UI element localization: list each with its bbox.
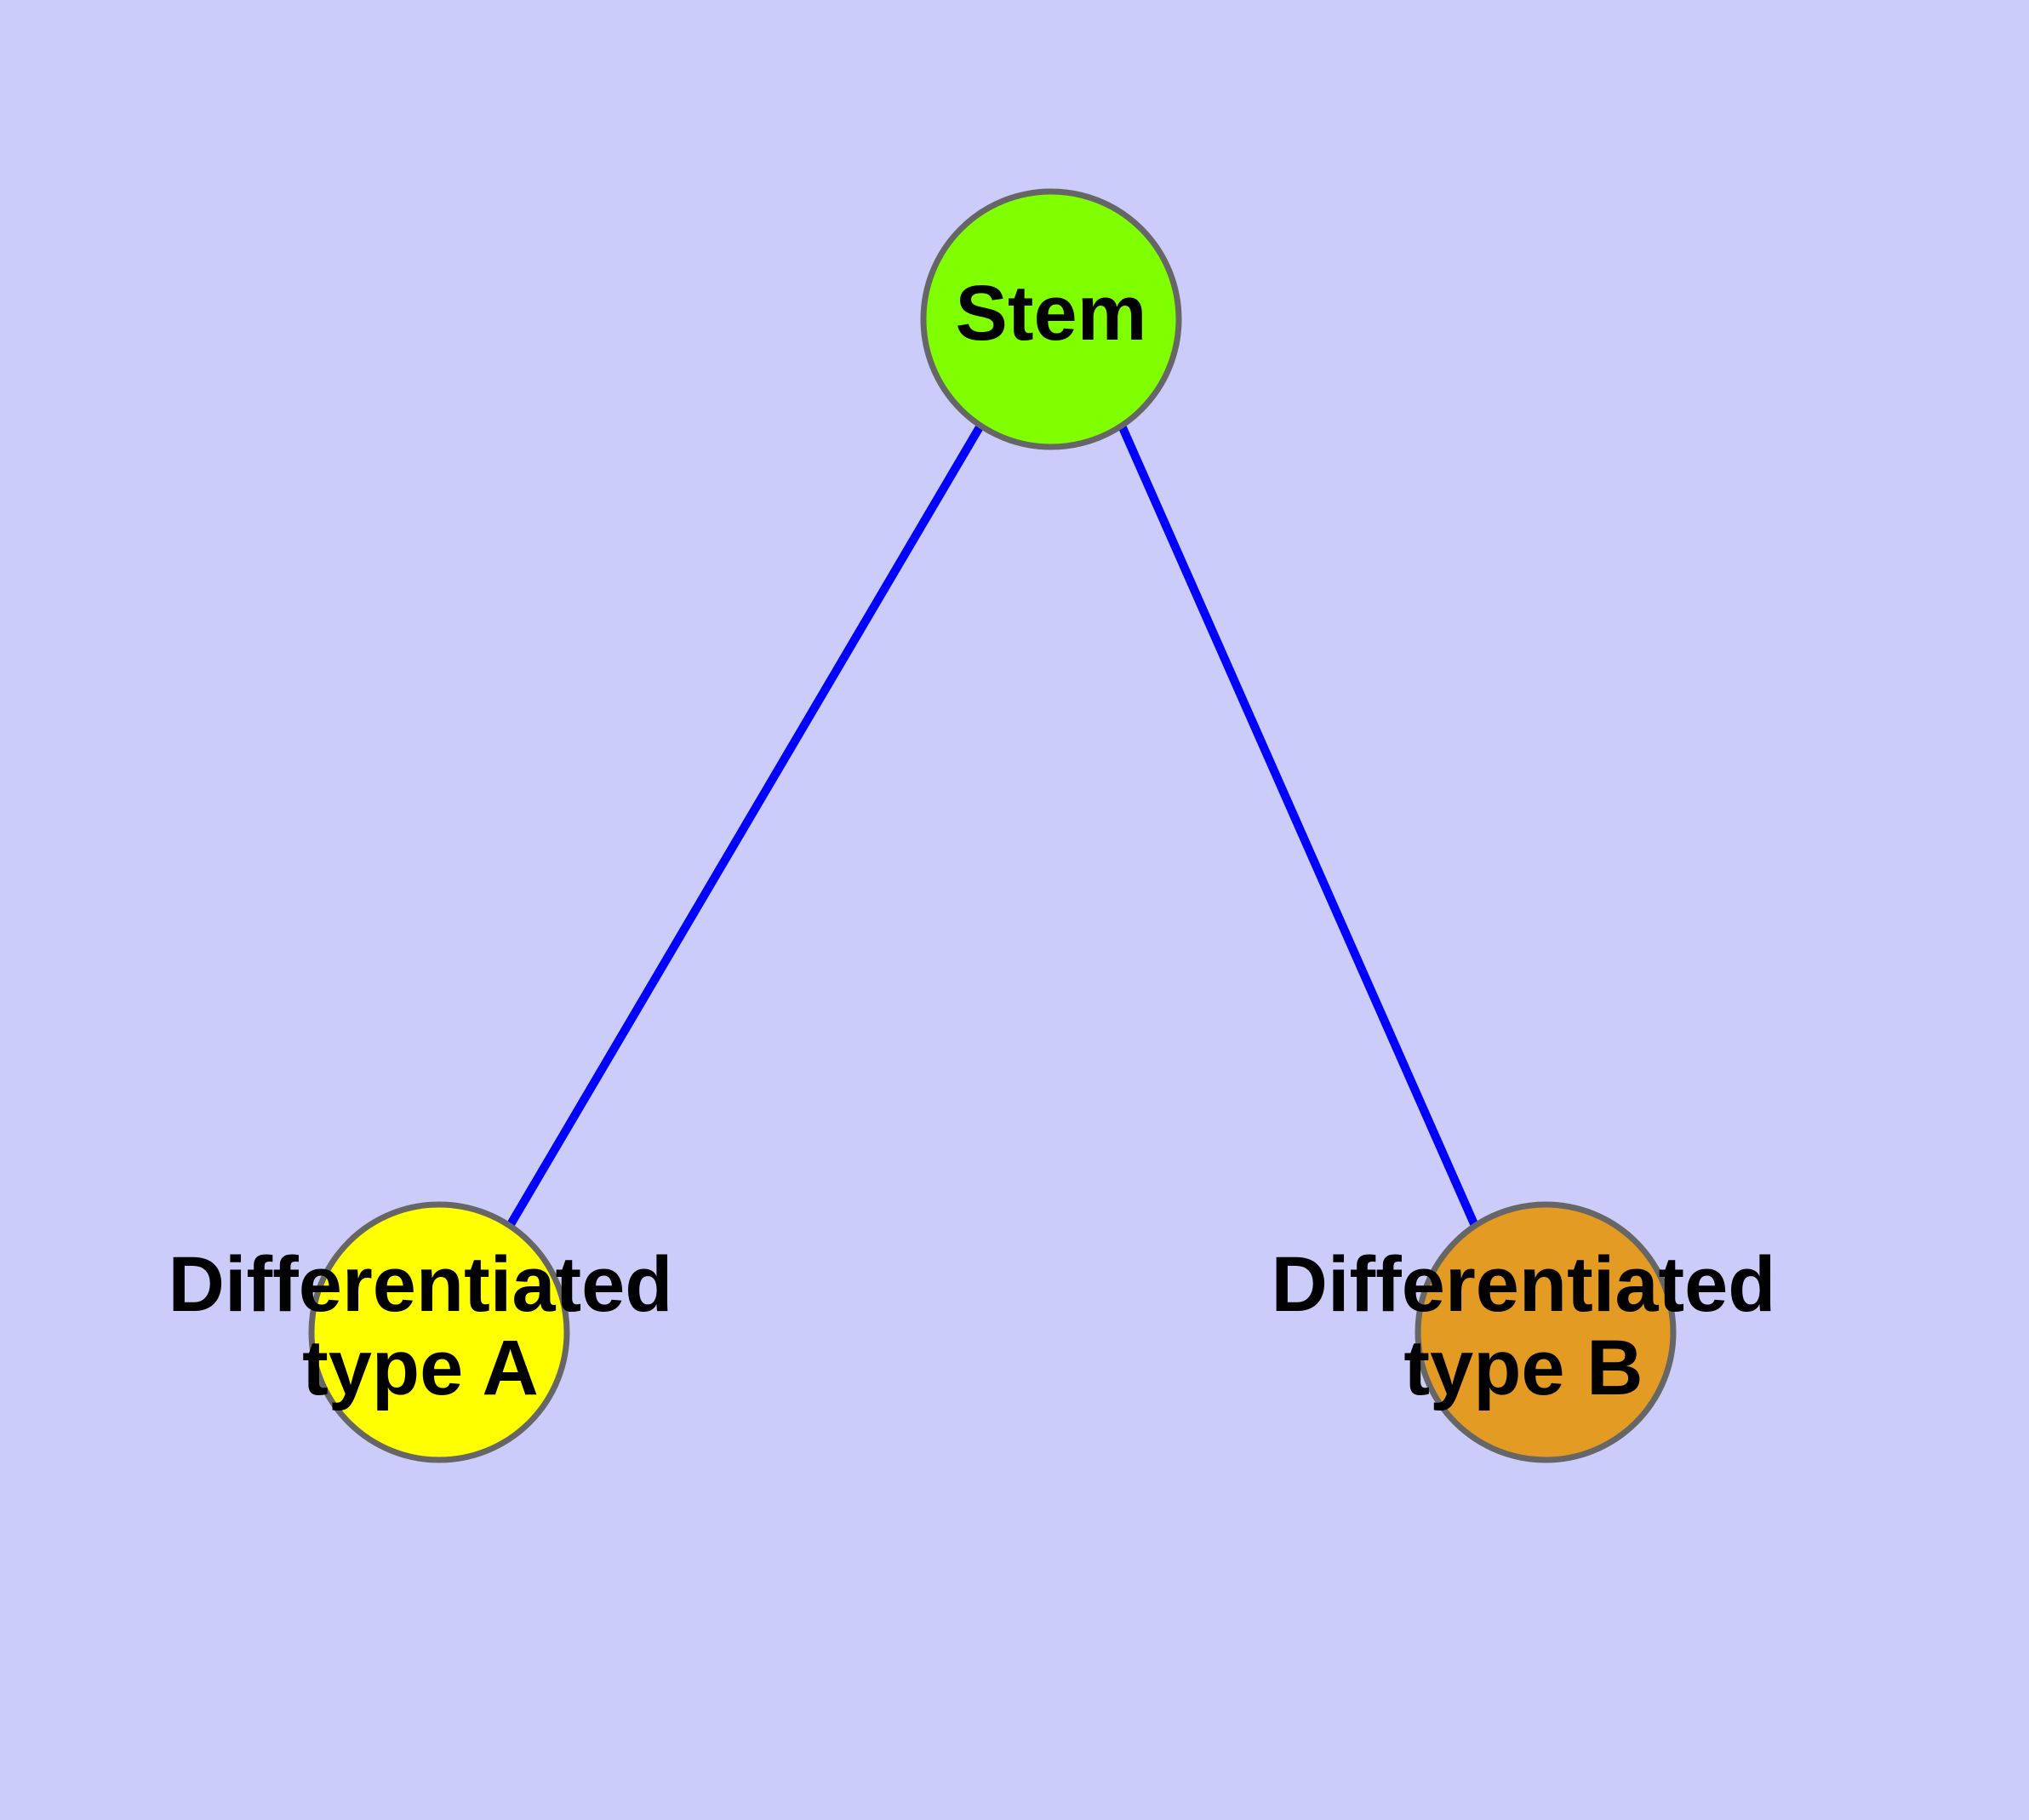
node-label-line: Stem — [956, 270, 1147, 357]
node-label-line: type B — [1403, 1325, 1643, 1411]
edges-layer — [506, 423, 1479, 1228]
edge-stem-to-diff-a[interactable] — [506, 423, 985, 1228]
edge-stem-to-diff-b[interactable] — [1117, 423, 1479, 1228]
node-stem[interactable] — [920, 188, 1182, 450]
node-label-line: Differentiated — [169, 1241, 673, 1328]
nodes-layer — [308, 188, 1677, 1463]
node-label-line: Differentiated — [1272, 1241, 1776, 1328]
node-label-stem: Stem — [956, 270, 1147, 357]
node-label-line: type A — [302, 1325, 539, 1411]
node-diff-b[interactable] — [1415, 1201, 1677, 1463]
node-diff-a[interactable] — [308, 1201, 570, 1463]
